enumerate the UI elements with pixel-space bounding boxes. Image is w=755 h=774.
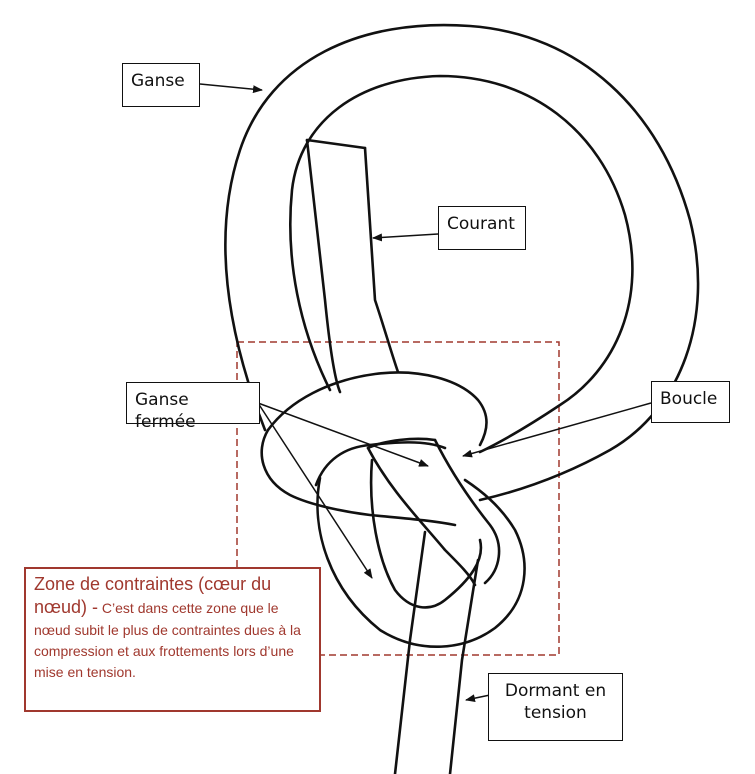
label-dormant: Dormant en tension (488, 673, 623, 741)
collar-lower (260, 428, 457, 527)
arrow-ganse-fermee-2 (257, 402, 373, 579)
courant-end (305, 138, 367, 150)
boucle-inner (369, 458, 483, 609)
zone-title: Zone de contraintes (cœur du nœud) - (34, 574, 272, 618)
zone-text: C’est dans cette zone que le nœud subit … (34, 600, 301, 680)
courant-left-edge (305, 138, 342, 394)
collar-upper (266, 371, 488, 447)
arrow-dormant (465, 694, 491, 703)
zone-description-box: Zone de contraintes (cœur du nœud) - C’e… (24, 567, 321, 712)
stress-zone-outline (236, 341, 560, 656)
dormant-left-edge (393, 530, 427, 774)
label-ganse: Ganse (122, 63, 200, 107)
label-courant: Courant (438, 206, 526, 250)
arrow-ganse (199, 83, 263, 94)
through-strand-left (366, 446, 477, 587)
label-ganse-fermee: Ganse fermée (126, 382, 260, 432)
ganse-outer-edge (224, 23, 700, 502)
arrow-boucle (462, 402, 652, 458)
label-boucle: Boucle (651, 381, 730, 423)
arrow-ganse-fermee-1 (257, 402, 429, 467)
dormant-right-edge (448, 558, 480, 774)
leader-arrows (199, 83, 652, 703)
arrow-courant (372, 233, 439, 242)
ganse-inner-edge (289, 74, 634, 454)
boucle-outer (316, 476, 526, 648)
courant-right-edge (363, 146, 400, 374)
through-strand-right (433, 438, 501, 585)
